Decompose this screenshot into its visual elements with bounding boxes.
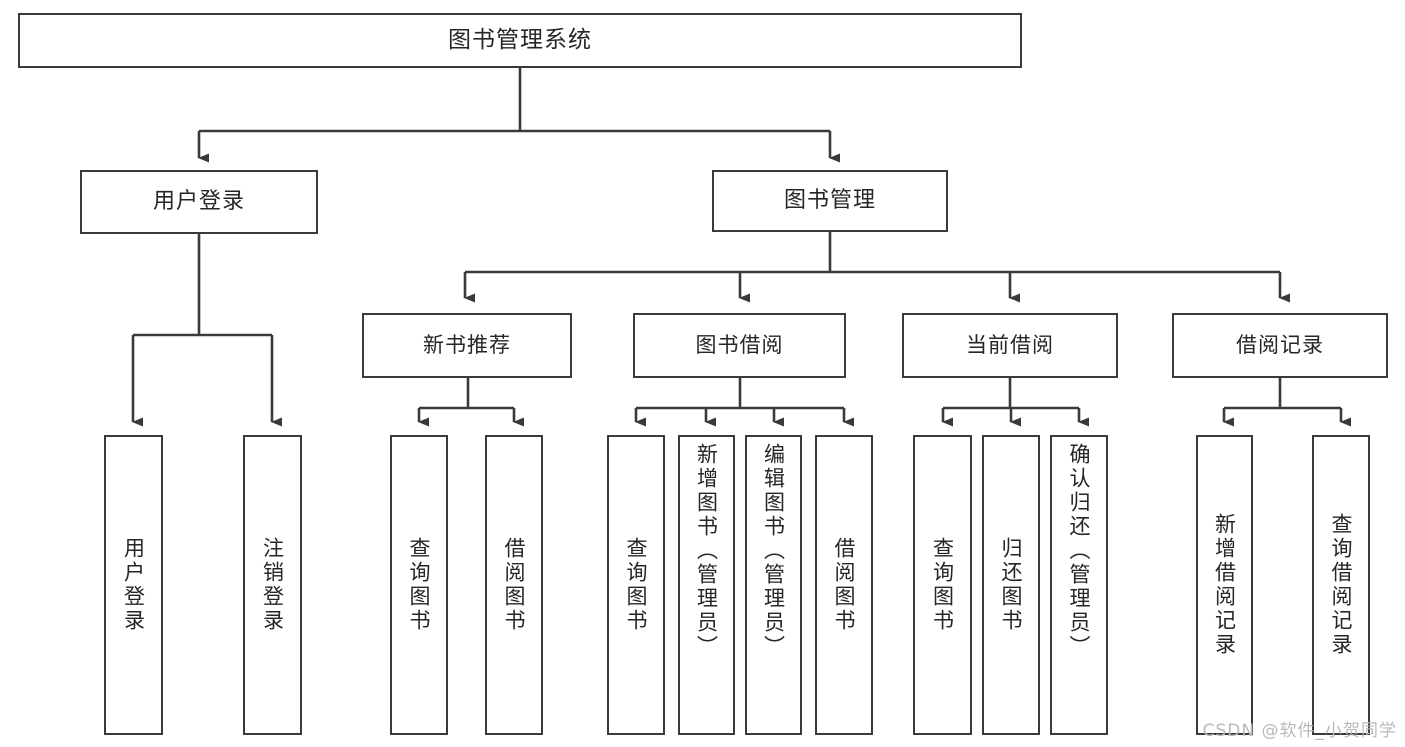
leaf-label: 确认归还（管理员） [1067, 443, 1092, 659]
leaf-current-return-book[interactable]: 归还图书 [982, 435, 1040, 735]
leaf-borrow-query-book[interactable]: 查询图书 [607, 435, 665, 735]
node-new-book-recommend[interactable]: 新书推荐 [362, 313, 572, 378]
leaf-label: 借阅图书 [832, 537, 857, 633]
leaf-new-book-borrow[interactable]: 借阅图书 [485, 435, 543, 735]
leaf-label: 查询借阅记录 [1329, 513, 1354, 657]
leaf-user-login-login[interactable]: 用户登录 [104, 435, 163, 735]
leaf-record-add-record[interactable]: 新增借阅记录 [1196, 435, 1253, 735]
leaf-current-query-book[interactable]: 查询图书 [913, 435, 972, 735]
leaf-current-confirm-return-admin[interactable]: 确认归还（管理员） [1050, 435, 1108, 735]
leaf-record-query-record[interactable]: 查询借阅记录 [1312, 435, 1370, 735]
watermark: CSDN @软件_小贺同学 [1202, 721, 1397, 741]
leaf-borrow-borrow-book[interactable]: 借阅图书 [815, 435, 873, 735]
leaf-label: 编辑图书（管理员） [761, 443, 786, 659]
leaf-label: 查询图书 [930, 537, 955, 633]
node-book-management[interactable]: 图书管理 [712, 170, 948, 232]
leaf-label: 用户登录 [121, 537, 146, 633]
leaf-label: 注销登录 [260, 537, 285, 633]
leaf-label: 新增借阅记录 [1212, 513, 1237, 657]
node-borrow-record[interactable]: 借阅记录 [1172, 313, 1388, 378]
leaf-new-book-query[interactable]: 查询图书 [390, 435, 448, 735]
node-root-system[interactable]: 图书管理系统 [18, 13, 1022, 68]
node-user-login[interactable]: 用户登录 [80, 170, 318, 234]
node-book-borrow[interactable]: 图书借阅 [633, 313, 846, 378]
leaf-label: 查询图书 [407, 537, 432, 633]
leaf-label: 查询图书 [624, 537, 649, 633]
leaf-user-login-logout[interactable]: 注销登录 [243, 435, 302, 735]
leaf-label: 新增图书（管理员） [694, 443, 719, 659]
leaf-label: 归还图书 [999, 537, 1024, 633]
leaf-label: 借阅图书 [502, 537, 527, 633]
node-current-borrow[interactable]: 当前借阅 [902, 313, 1118, 378]
leaf-borrow-add-book-admin[interactable]: 新增图书（管理员） [678, 435, 735, 735]
leaf-borrow-edit-book-admin[interactable]: 编辑图书（管理员） [745, 435, 802, 735]
